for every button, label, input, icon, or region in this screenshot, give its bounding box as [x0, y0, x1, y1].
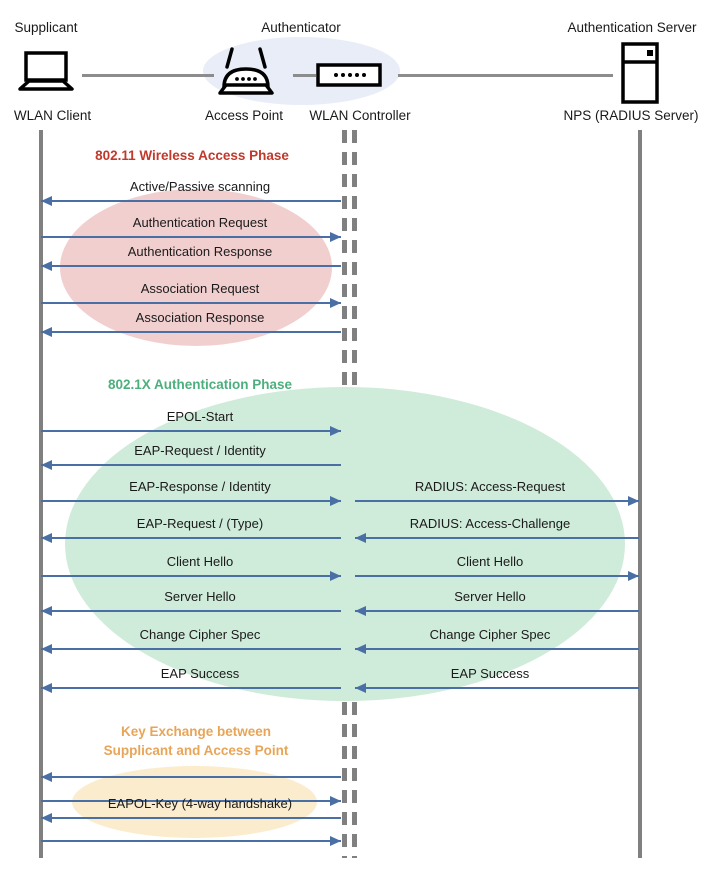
device-label-wlan-controller: WLAN Controller	[309, 108, 411, 123]
arrow-head-right-icon	[330, 571, 341, 581]
arrow-head-right-icon	[330, 232, 341, 242]
arrow-head-left-icon	[41, 683, 52, 693]
message-arrow-line	[355, 648, 639, 650]
message-arrow-line	[41, 464, 341, 466]
phase-blob-key-exchange	[72, 766, 317, 838]
message-label: Client Hello	[456, 554, 524, 569]
message-arrow-line	[41, 575, 341, 577]
arrow-head-right-icon	[330, 836, 341, 846]
message-arrow-line	[41, 236, 341, 238]
message-label: EAPOL-Key (4-way handshake)	[107, 796, 293, 811]
phase-blob-dot1x-auth	[65, 387, 625, 701]
phase-blob-wireless-access	[60, 189, 332, 346]
message-arrow-line	[41, 331, 341, 333]
arrow-head-left-icon	[41, 533, 52, 543]
arrow-head-left-icon	[41, 606, 52, 616]
device-label-wlan-client: WLAN Client	[13, 108, 92, 123]
arrow-head-left-icon	[41, 644, 52, 654]
arrow-head-right-icon	[628, 571, 639, 581]
device-label-nps-radius-server: NPS (RADIUS Server)	[563, 108, 699, 123]
arrow-head-left-icon	[355, 683, 366, 693]
message-label: Active/Passive scanning	[129, 179, 271, 194]
arrow-head-left-icon	[355, 606, 366, 616]
arrow-head-right-icon	[330, 298, 341, 308]
message-arrow-line	[41, 302, 341, 304]
message-arrow-line	[41, 265, 341, 267]
phase-title-wireless-access: 802.11 Wireless Access Phase	[42, 146, 342, 165]
message-label: EAP Success	[160, 666, 240, 681]
message-arrow-line	[355, 687, 639, 689]
arrow-head-right-icon	[628, 496, 639, 506]
message-arrow-line	[41, 610, 341, 612]
message-arrow-line	[41, 840, 341, 842]
lifeline-supplicant	[39, 130, 43, 858]
arrow-head-left-icon	[355, 644, 366, 654]
arrow-head-left-icon	[41, 261, 52, 271]
arrow-head-left-icon	[41, 460, 52, 470]
arrow-head-left-icon	[41, 772, 52, 782]
message-label: Server Hello	[454, 589, 526, 604]
wlan-controller-icon	[316, 62, 382, 93]
message-label: Authentication Response	[127, 244, 273, 259]
message-arrow-line	[41, 500, 341, 502]
lifeline-authentication-server	[638, 130, 642, 858]
laptop-icon	[16, 50, 76, 99]
message-arrow-line	[41, 776, 341, 778]
device-label-access-point: Access Point	[204, 108, 284, 123]
message-label: RADIUS: Access-Challenge	[409, 516, 571, 531]
message-label: Change Cipher Spec	[429, 627, 551, 642]
message-arrow-line	[41, 537, 341, 539]
phase-title-line: Key Exchange between	[120, 724, 272, 739]
server-icon	[618, 42, 662, 109]
message-label: Client Hello	[166, 554, 234, 569]
link-controller-to-server	[398, 74, 613, 77]
arrow-head-right-icon	[330, 496, 341, 506]
message-arrow-line	[355, 575, 639, 577]
message-arrow-line	[41, 430, 341, 432]
message-label: Association Request	[140, 281, 260, 296]
arrow-head-left-icon	[41, 196, 52, 206]
message-arrow-line	[41, 817, 341, 819]
role-label-authenticator: Authenticator	[261, 20, 341, 35]
message-arrow-line	[41, 648, 341, 650]
message-label: Association Response	[135, 310, 265, 325]
phase-title-line: Supplicant and Access Point	[103, 743, 289, 758]
access-point-icon	[216, 47, 276, 102]
phase-title-line: 802.1X Authentication Phase	[107, 377, 293, 392]
message-label: EAP-Request / Identity	[134, 443, 266, 458]
message-arrow-line	[41, 200, 341, 202]
message-arrow-line	[41, 687, 341, 689]
message-label: Change Cipher Spec	[139, 627, 261, 642]
message-label: Authentication Request	[132, 215, 268, 230]
arrow-head-left-icon	[41, 327, 52, 337]
arrow-head-right-icon	[330, 426, 341, 436]
arrow-head-right-icon	[330, 796, 341, 806]
message-arrow-line	[355, 537, 639, 539]
message-label: EAP Success	[450, 666, 530, 681]
message-label: Server Hello	[164, 589, 236, 604]
arrow-head-left-icon	[41, 813, 52, 823]
message-label: EAP-Request / (Type)	[136, 516, 264, 531]
link-ap-to-controller	[293, 74, 316, 77]
message-label: EPOL-Start	[166, 409, 234, 424]
arrow-head-left-icon	[355, 533, 366, 543]
message-label: EAP-Response / Identity	[129, 479, 271, 494]
message-arrow-line	[355, 500, 639, 502]
role-label-authentication-server: Authentication Server	[567, 20, 697, 35]
phase-title-line: 802.11 Wireless Access Phase	[95, 148, 289, 163]
message-arrow-line	[355, 610, 639, 612]
phase-title-dot1x-auth: 802.1X Authentication Phase	[50, 375, 350, 394]
message-label: RADIUS: Access-Request	[414, 479, 566, 494]
link-client-to-ap	[82, 74, 214, 77]
role-label-supplicant: Supplicant	[14, 20, 78, 35]
message-arrow-line	[41, 800, 341, 802]
